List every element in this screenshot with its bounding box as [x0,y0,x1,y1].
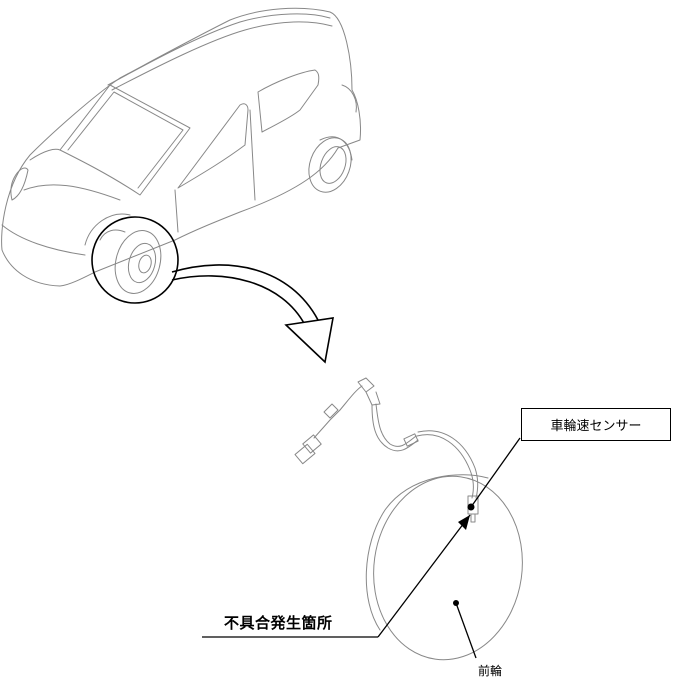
front-wheel-label: 前輪 [478,664,503,678]
sensor-label-box: 車輪速センサー [521,408,671,441]
sensor-label: 車輪速センサー [550,419,642,434]
sensor-harness [294,377,479,523]
magnify-circle [91,216,179,304]
car-illustration [1,7,361,294]
curved-arrow [171,264,334,364]
fault-location-label: 不具合発生箇所 [224,614,333,632]
front-wheel [365,474,523,661]
leader-lines [202,437,521,659]
